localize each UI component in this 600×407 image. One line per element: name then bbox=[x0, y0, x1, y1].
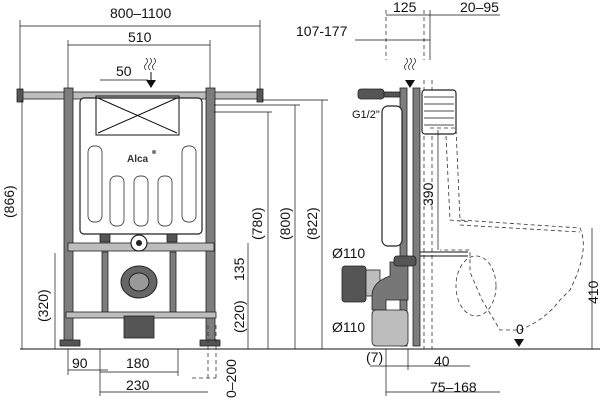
side-view: G1/2" 125 bbox=[296, 0, 600, 396]
water-inlet-valve bbox=[357, 88, 385, 100]
dim-frame-width: 510 bbox=[128, 29, 152, 45]
dim-spacing-180: 180 bbox=[126, 355, 150, 371]
dim-offset-7: (7) bbox=[366, 349, 383, 365]
dim-height-410: 410 bbox=[585, 280, 600, 304]
dim-pipe-110-bottom: Ø110 bbox=[332, 319, 365, 335]
dim-depth-107-177: 107-177 bbox=[296, 23, 348, 39]
dim-height-822: (822) bbox=[304, 207, 320, 240]
tank-ribs bbox=[87, 145, 197, 227]
left-foot bbox=[59, 339, 81, 347]
side-mounting-plate bbox=[421, 89, 457, 135]
brand-logo: Alca bbox=[127, 154, 149, 165]
dim-height-780: (780) bbox=[249, 207, 265, 240]
dim-height-800: (800) bbox=[277, 207, 293, 240]
dim-floor-zero: 0 bbox=[516, 321, 524, 337]
front-view: Alca bbox=[1, 5, 360, 398]
dim-spacing-230: 230 bbox=[126, 377, 150, 393]
right-frame-post bbox=[205, 87, 216, 341]
dim-floor-adjust: 0–200 bbox=[223, 359, 239, 398]
left-leg bbox=[101, 251, 109, 313]
flush-plate-opening bbox=[95, 95, 180, 136]
water-inlet-arrow-icon bbox=[144, 57, 156, 88]
water-inlet-label: G1/2" bbox=[352, 109, 380, 121]
dim-button-offset: 50 bbox=[116, 63, 132, 79]
dim-depth-20-95: 20–95 bbox=[460, 0, 499, 15]
left-frame-post bbox=[63, 87, 74, 341]
dim-drain-center: (220) bbox=[231, 300, 247, 333]
drain-bend bbox=[120, 265, 158, 339]
right-foot bbox=[199, 339, 221, 347]
dim-leg-90: 90 bbox=[72, 355, 88, 371]
dim-height-866: (866) bbox=[1, 185, 17, 218]
floor-level-marker-icon bbox=[514, 339, 524, 347]
right-leg bbox=[169, 251, 177, 313]
dim-height-390: 390 bbox=[420, 182, 436, 206]
side-frame-post-back bbox=[412, 87, 421, 347]
dim-offset-40: 40 bbox=[434, 353, 450, 369]
side-cistern bbox=[381, 105, 403, 247]
dim-depth-125: 125 bbox=[393, 0, 417, 15]
dim-drain-height: (320) bbox=[35, 289, 51, 322]
brand-dot-icon bbox=[152, 150, 156, 154]
side-drain-pipes bbox=[341, 255, 417, 347]
dim-pipe-110-top: Ø110 bbox=[332, 245, 365, 261]
dim-offset-135: 135 bbox=[231, 257, 247, 281]
cistern-tank bbox=[79, 97, 203, 235]
dim-width-range: 800–1100 bbox=[110, 5, 171, 21]
toilet-bowl-outline bbox=[430, 127, 584, 331]
side-water-arrow-icon bbox=[404, 57, 416, 88]
dim-offset-75-168: 75–168 bbox=[430, 379, 477, 395]
